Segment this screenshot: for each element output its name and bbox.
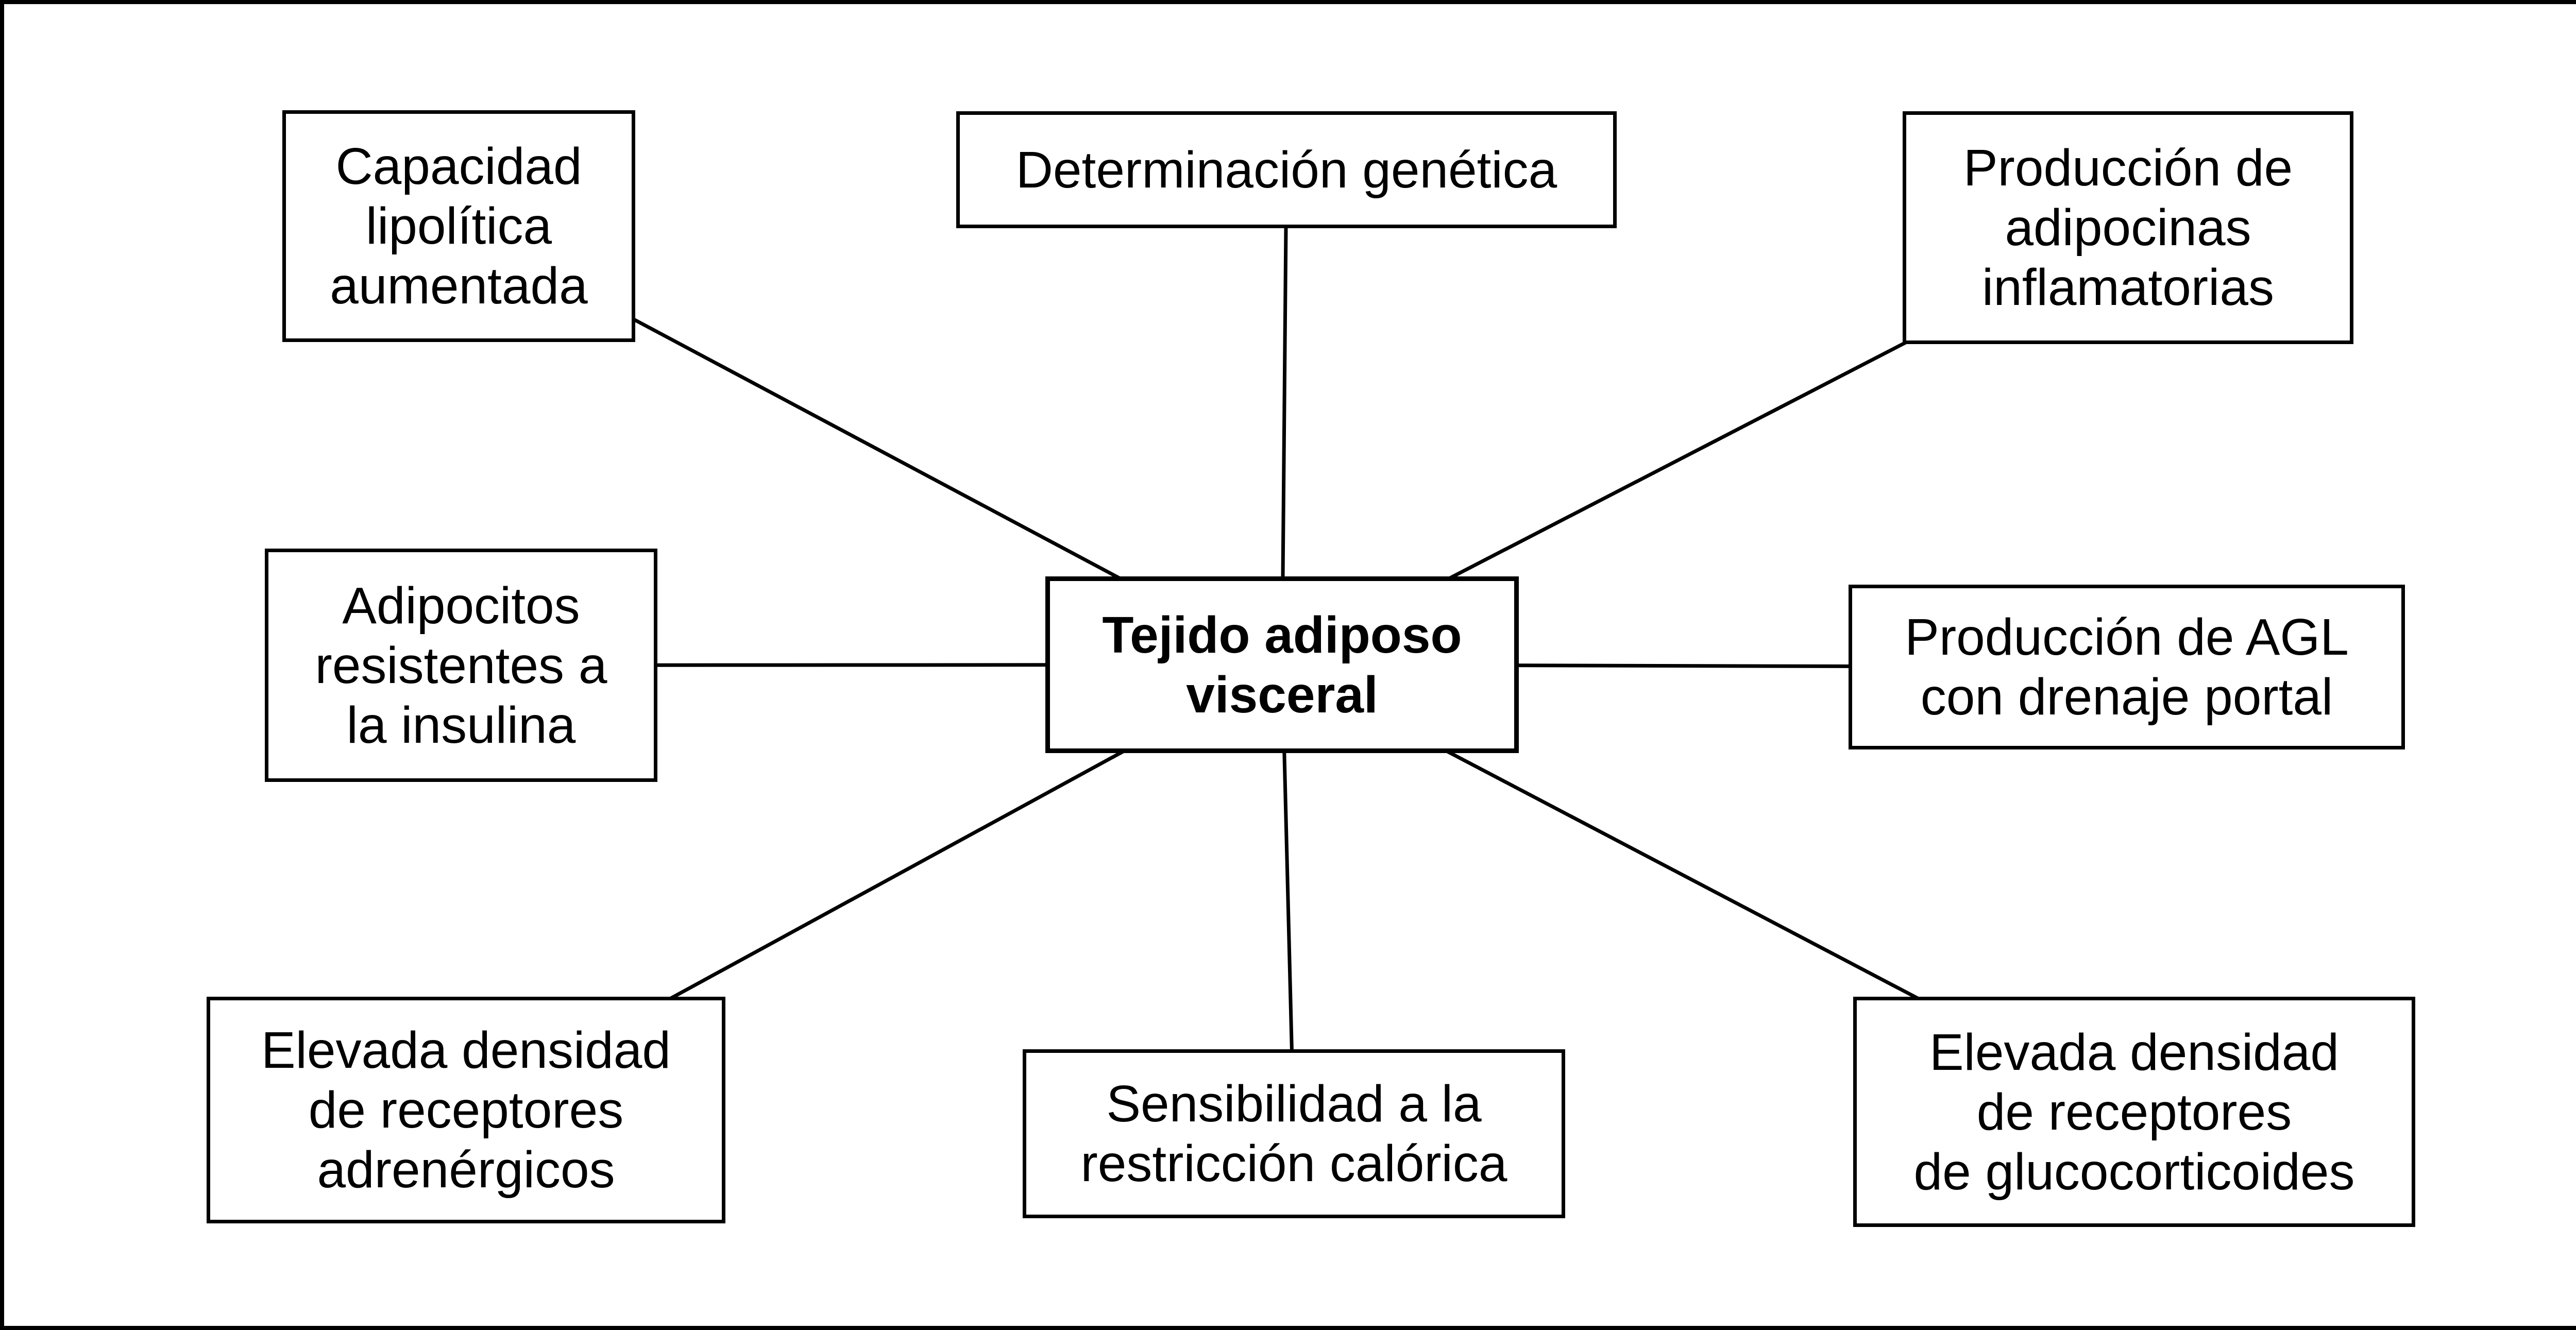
text-line: Capacidad [335,138,582,195]
text-line: de receptores [308,1081,624,1139]
text-line: Producción de [1963,139,2293,197]
text-line: de receptores [1976,1083,2292,1141]
text-line: adipocinas [2005,199,2251,257]
text-line: resistentes a [315,636,607,694]
text-line: aumentada [330,257,588,315]
text-line: lipolítica [365,197,552,255]
text-line: inflamatorias [1982,259,2274,316]
text-line: Tejido adiposo [1102,606,1462,664]
node-determinacion-genetica: Determinación genética [956,111,1617,228]
text-line: Sensibilidad a la [1106,1075,1482,1133]
text-line: Elevada densidad [261,1021,671,1079]
text-line: Determinación genética [1015,141,1557,199]
text-line: de glucocorticoides [1913,1143,2355,1201]
text-line: adrenérgicos [317,1141,615,1199]
text-line: visceral [1186,666,1378,724]
text-line: la insulina [346,696,576,754]
text-line: con drenaje portal [1920,668,2333,726]
text-line: Elevada densidad [1929,1023,2340,1081]
text-line: Adipocitos [342,576,580,635]
text-line: Producción de AGL [1905,608,2349,666]
text-line: restricción calórica [1080,1135,1507,1192]
